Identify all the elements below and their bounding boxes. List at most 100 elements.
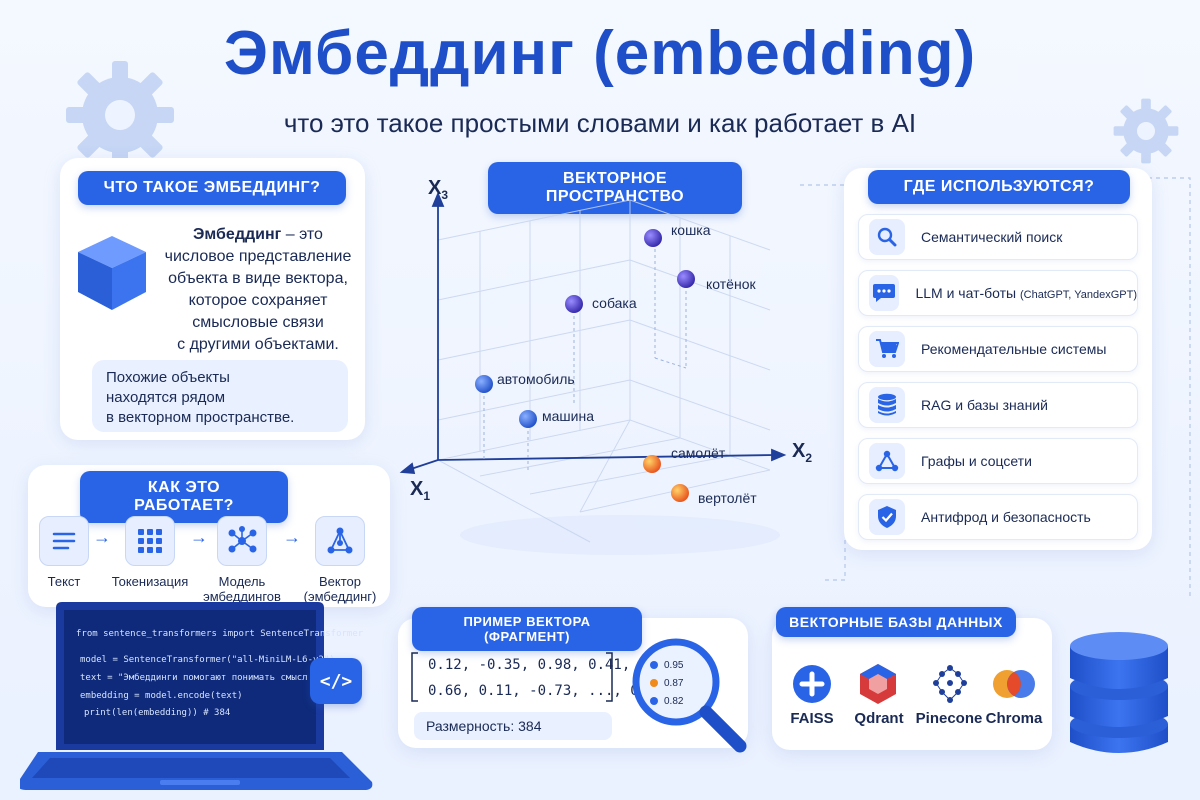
uses-heading: ГДЕ ИСПОЛЬЗУЮТСЯ? [868,170,1130,204]
point-label: самолёт [671,445,726,461]
code-line: print(len(embedding)) # 384 [84,708,231,718]
cube-icon [78,236,146,310]
point-label: машина [542,408,594,424]
definition-line: числовое представление [164,248,352,265]
bracket-left-icon [411,652,418,702]
step-label: Модель [218,574,266,589]
code-line: embedding = model.encode(text) [80,691,243,701]
use-item-llm: LLM и чат-боты (ChatGPT, YandexGPT) [858,270,1138,316]
axis-x2-label: X2 [792,440,813,465]
point-label: вертолёт [698,490,757,506]
what-is-heading: ЧТО ТАКОЕ ЭМБЕДДИНГ? [78,171,346,205]
use-item-rag: RAG и базы знаний [858,382,1138,428]
chroma-logo [993,670,1035,698]
point-mashina [519,410,537,428]
note-line: в векторном пространстве. [106,409,295,426]
dimension-box: Размерность: 384 [414,712,612,740]
vector-example-heading: ПРИМЕР ВЕКТОРА (ФРАГМЕНТ) [412,607,642,651]
code-line: text = "Эмбеддинги помогают понимать смы… [80,673,351,683]
arrow-right-icon: → [93,527,111,547]
use-label: RAG и базы знаний [921,397,1048,413]
score-value: 0.82 [664,696,684,707]
use-label: Рекомендательные системы [921,341,1107,357]
definition-line: которое сохраняет [188,292,328,309]
step-label: Токенизация [111,574,189,589]
bracket-right-icon [606,652,613,702]
grid-icon [125,516,175,566]
vector-space-heading: ВЕКТОРНОЕ ПРОСТРАНСТВО [488,162,742,214]
score-value: 0.87 [664,678,684,689]
definition-term: Эмбеддинг [193,226,282,243]
laptop-illustration [20,602,373,790]
faiss-logo [793,665,831,703]
db-label: Qdrant [854,710,904,727]
step-label: эмбеддингов [203,589,281,604]
point-koshka [644,229,662,247]
search-icon [869,219,905,255]
arrow-right-icon: → [283,527,301,547]
vector-row: 0.12, -0.35, 0.98, 0.41, -0.27, [428,657,690,673]
use-label: LLM и чат-боты [915,285,1021,301]
point-label: кошка [671,222,711,238]
axis-x3-label: X3 [428,177,449,202]
db-label: Chroma [985,710,1043,727]
page-subtitle: что это такое простыми словами и как раб… [283,108,917,138]
use-item-search: Семантический поиск [858,214,1138,260]
arrow-right-icon: → [190,527,208,547]
step-model: Модель эмбеддингов [192,516,292,604]
vector-row: 0.66, 0.11, -0.73, ..., 0.05 [428,683,665,699]
page-title: Эмбеддинг (embedding) [223,19,977,88]
note-box: Похожие объекты находятся рядом в вектор… [92,360,348,432]
qdrant-logo [860,664,896,704]
pinecone-logo [933,665,967,703]
vector-values: 0.12, -0.35, 0.98, 0.41, -0.27, 0.66, 0.… [428,652,689,704]
cart-icon [869,331,905,367]
definition-line: с другими объектами. [177,336,339,353]
database-icon [1070,632,1168,753]
point-label: собака [592,295,637,311]
vector-space-plot [399,191,787,555]
use-label: Антифрод и безопасность [921,509,1091,525]
database-icon [869,387,905,423]
use-item-antifraud: Антифрод и безопасность [858,494,1138,540]
code-line: from sentence_transformers import Senten… [76,629,364,639]
graph-icon [869,443,905,479]
use-item-recommender: Рекомендательные системы [858,326,1138,372]
step-label: Вектор [318,574,361,589]
uses-card: Семантический поиск LLM и чат-боты (Chat… [844,168,1152,550]
step-tokenization: Токенизация [100,516,200,589]
gear-icon [66,61,174,169]
vector-dbs-heading: ВЕКТОРНЫЕ БАЗЫ ДАННЫХ [776,607,1016,637]
use-label: Семантический поиск [921,229,1063,245]
step-text: Текст [14,516,114,589]
point-samolet [643,455,661,473]
point-label: котёнок [706,276,756,292]
step-label: Текст [47,574,81,589]
shield-icon [869,499,905,535]
note-line: находятся рядом [106,389,226,406]
code-line: model = SentenceTransformer("all-MiniLM-… [80,655,335,665]
chat-icon [869,275,900,311]
definition-line: смысловые связи [192,314,324,331]
definition-text: Эмбеддинг – это числовое представление о… [158,224,358,356]
note-line: Похожие объекты [106,369,230,386]
point-vertolet [671,484,689,502]
use-label: Графы и соцсети [921,453,1032,469]
db-label: Pinecone [915,710,983,727]
magnifier-icon [632,638,747,753]
axis-x1-label: X1 [410,478,431,503]
step-vector: Вектор (эмбеддинг) [290,516,390,604]
point-avtomobil [475,375,493,393]
text-icon [39,516,89,566]
network-icon [217,516,267,566]
definition-line: – это [281,226,323,243]
use-label-extra: (ChatGPT, YandexGPT) [1020,289,1137,301]
score-value: 0.95 [664,660,684,671]
point-kotenok [677,270,695,288]
how-it-works-heading: КАК ЭТО РАБОТАЕТ? [80,471,288,523]
gear-icon [1113,98,1179,164]
db-label: FAISS [790,710,834,727]
definition-line: объекта в виде вектора, [168,270,348,287]
use-item-graphs: Графы и соцсети [858,438,1138,484]
vector-icon [315,516,365,566]
